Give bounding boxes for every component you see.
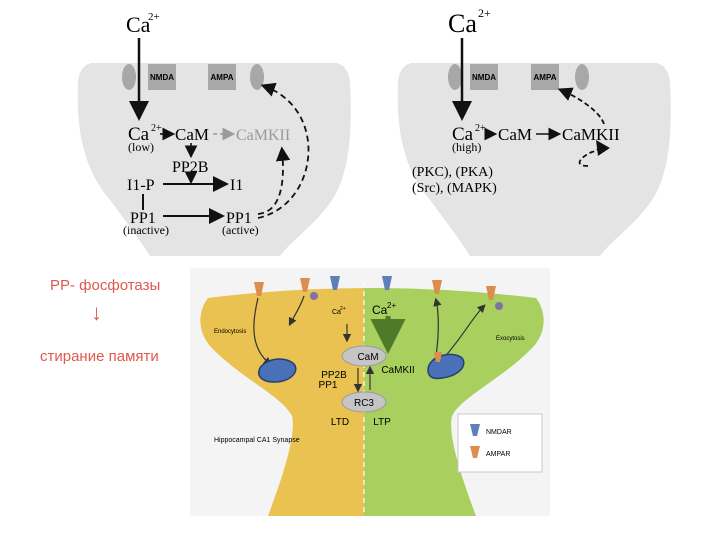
endocytosis-label: Endocytosis [214, 329, 246, 335]
pp1-inactive-state: (inactive) [123, 223, 169, 237]
nmda-receptor [470, 64, 498, 90]
exocytosis-label: Exocytosis [496, 336, 525, 342]
calcium-influx-charge: 2+ [478, 6, 491, 20]
i1-label: I1 [230, 177, 243, 194]
down-arrow-icon: ↓ [91, 300, 102, 325]
calcium-ltd-charge: 2+ [340, 306, 346, 312]
pp1-feedback-to-camkii-arrow [257, 146, 291, 215]
kinases-line-1: (PKC), (PKA) [412, 165, 493, 180]
nmdar-receptor [382, 276, 392, 290]
ampa-receptor [208, 64, 236, 90]
cam-node [341, 345, 387, 367]
cam-label: CaM [498, 125, 532, 144]
pp2b-label: PP2B [321, 370, 347, 381]
membrane-channel-right [250, 64, 264, 90]
pp1-inactive-label: PP1 [130, 210, 156, 227]
calcium-level-high: (high) [452, 140, 481, 154]
cam-label: CaM [175, 125, 209, 144]
ampar-legend-icon [470, 446, 480, 458]
membrane-channel-left [122, 64, 136, 90]
endocytosis-arrow [253, 297, 272, 366]
camkii-label: CaMKII [562, 125, 620, 144]
phosphatase-note: PP- фосфотазы [50, 277, 161, 294]
camkii-autophosphorylation-arrow [578, 140, 610, 167]
ampa-label: AMPA [534, 73, 557, 82]
ampar-on-endosome [434, 352, 442, 362]
membrane-channel-left [448, 64, 462, 90]
ampar-receptor [432, 280, 442, 294]
memory-erasure-note: стирание памяти [40, 348, 159, 365]
calcium-level-low: (low) [128, 140, 154, 154]
dendritic-spine-shape [397, 63, 671, 256]
vesicle-left [310, 292, 318, 300]
calcium-label: Ca [452, 124, 474, 145]
camkii-to-ampa-arrow [557, 87, 605, 125]
camkii-label: CaMKII [236, 127, 290, 144]
receptor-legend: NMDAR AMPAR [457, 413, 543, 473]
ltd-pathway-panel: NMDA AMPA Ca 2+ Ca 2+ (low) CaM CaMKII P… [0, 0, 360, 265]
calcium-charge: 2+ [151, 123, 162, 134]
i1p-label: I1-P [127, 177, 155, 194]
calcium-influx-label: Ca [126, 12, 151, 37]
ltd-pathway-diagram: NMDA AMPA Ca 2+ Ca 2+ (low) CaM CaMKII P… [77, 11, 351, 256]
ampar-receptor [254, 282, 264, 296]
ampa-receptor [531, 64, 559, 90]
calcium-ltp-charge: 2+ [387, 301, 396, 310]
rc3-label: RC3 [354, 398, 374, 409]
ltp-pathway-panel: NMDA AMPA Ca 2+ Ca 2+ (high) CaM CaMKII … [360, 0, 720, 265]
calcium-charge: 2+ [475, 123, 486, 134]
membrane-channel-right [575, 64, 589, 90]
nmdar-receptor [330, 276, 340, 290]
rc3-node [341, 391, 387, 413]
calcium-ltd-label: Ca [332, 309, 341, 316]
calcium-ltp-label: Ca [372, 303, 388, 317]
pp1-label: PP1 [319, 380, 338, 391]
ltp-label: LTP [373, 417, 391, 428]
ltd-label: LTD [331, 417, 349, 428]
nmda-label: NMDA [472, 73, 496, 82]
pp1-active-state: (active) [222, 223, 259, 237]
nmdar-legend-icon [470, 424, 480, 436]
nmda-receptor [148, 64, 176, 90]
camkii-label: CaMKII [381, 365, 414, 376]
calcium-influx-charge: 2+ [148, 11, 160, 23]
ampar-legend-label: AMPAR [486, 451, 510, 458]
pp2b-label: PP2B [172, 159, 208, 176]
ca1-synapse-diagram: CaM RC3 PP2B PP1 CaMKII LTD LTP Ca 2+ Ca… [190, 268, 550, 516]
ca1-synapse-panel: CaM RC3 PP2B PP1 CaMKII LTD LTP Ca 2+ Ca… [190, 268, 550, 521]
ltp-pathway-diagram: NMDA AMPA Ca 2+ Ca 2+ (high) CaM CaMKII … [397, 6, 671, 256]
calcium-influx-label: Ca [448, 9, 477, 38]
cam-label: CaM [357, 352, 378, 363]
vesicle-right [495, 302, 503, 310]
ampa-label: AMPA [211, 73, 234, 82]
nmda-label: NMDA [150, 73, 174, 82]
calcium-label: Ca [128, 124, 150, 145]
endocytosis-arrow [288, 295, 305, 327]
exocytosis-arrow [433, 297, 442, 357]
dendritic-spine-shape [77, 63, 351, 256]
pp1-active-label: PP1 [226, 210, 252, 227]
nmdar-legend-label: NMDAR [486, 429, 512, 436]
ampar-receptor [300, 278, 310, 292]
pp1-feedback-to-ampa-arrow [257, 82, 310, 219]
synapse-caption: Hippocampal CA1 Synapse [214, 437, 300, 444]
endosome-ltd [258, 358, 297, 383]
kinases-line-2: (Src), (MAPK) [412, 181, 497, 196]
ampar-receptor [486, 286, 496, 300]
